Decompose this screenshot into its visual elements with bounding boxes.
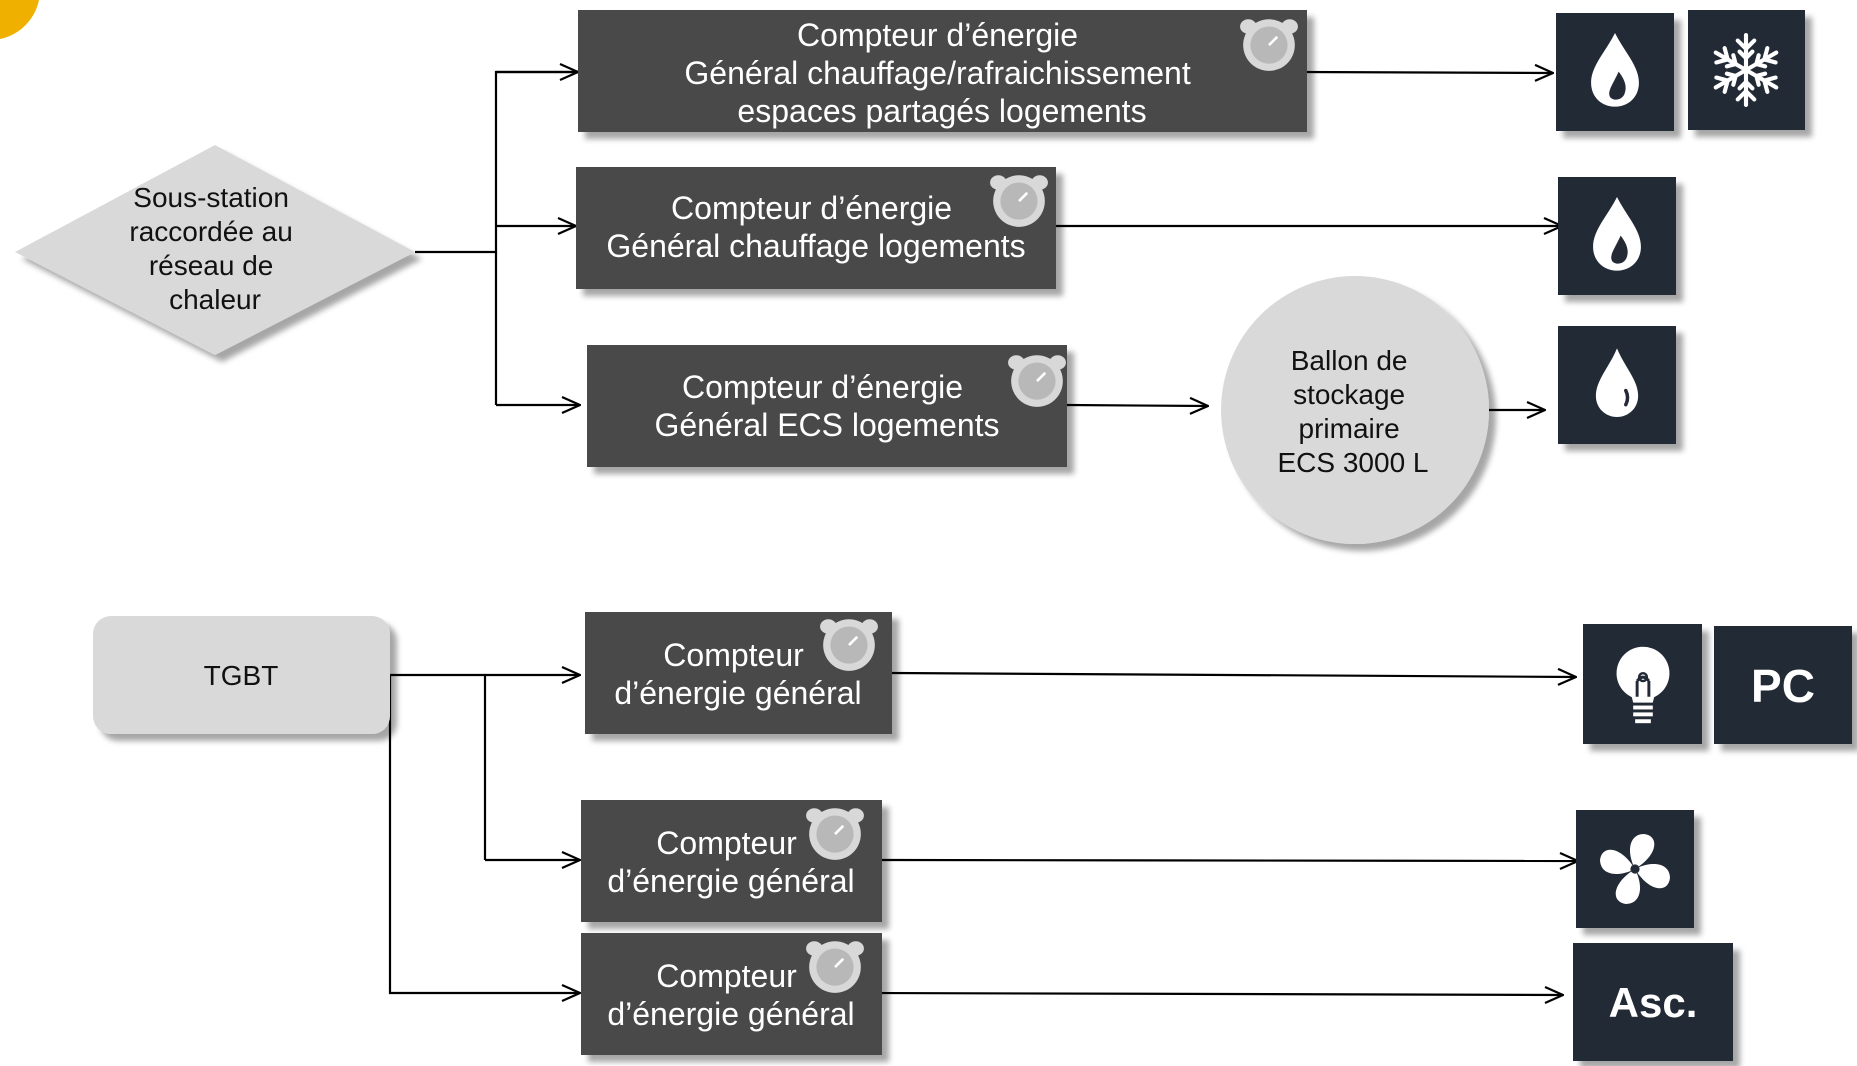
substation-label: Sous-station raccordée au réseau de chal… [129, 182, 300, 315]
meter-m4: Compteur d’énergie général [585, 612, 892, 734]
substation-node: Sous-station raccordée au réseau de chal… [15, 145, 415, 355]
connector-tgbt-down [388, 675, 580, 993]
storage-tank-label: Ballon de stockage primaire ECS 3000 L [1278, 345, 1429, 478]
meter-m2-label: Compteur d’énergie Général chauffage log… [606, 190, 1025, 264]
elevator-label: Asc. [1609, 979, 1698, 1026]
meter-m5: Compteur d’énergie général [581, 800, 882, 922]
meter-m3: Compteur d’énergie Général ECS logements [587, 345, 1068, 467]
connector-m3-to-storage [1066, 405, 1208, 406]
meter-m5-label: Compteur d’énergie général [607, 825, 854, 899]
pc-label: PC [1751, 660, 1815, 712]
meter-m6: Compteur d’énergie général [581, 933, 882, 1055]
elevator-tile: Asc. [1573, 943, 1733, 1061]
meter-m1: Compteur d’énergie Général chauffage/raf… [578, 10, 1307, 132]
meter-m1-label: Compteur d’énergie Général chauffage/raf… [684, 17, 1199, 129]
meter-m4-label: Compteur d’énergie général [614, 637, 861, 711]
connector-m6-to-icons [872, 993, 1563, 995]
pc-tile: PC [1714, 626, 1852, 744]
connectors [388, 72, 1578, 995]
flame-tile [1558, 177, 1676, 295]
lighting-tile [1583, 624, 1702, 744]
connector-tgbt-bus [390, 673, 487, 860]
connector-m1-to-icons [1299, 72, 1553, 73]
storage-tank-node: Ballon de stockage primaire ECS 3000 L [1221, 276, 1489, 544]
usage-tiles: PC Asc. [1556, 10, 1852, 1061]
tgbt-label: TGBT [204, 660, 279, 691]
accent-corner-shape [0, 0, 39, 39]
meter-m2: Compteur d’énergie Général chauffage log… [576, 167, 1056, 289]
connector-m5-to-icons [872, 860, 1578, 861]
connector-m4-to-icons [891, 673, 1576, 677]
tgbt-node: TGBT [93, 616, 390, 734]
ventilation-tile [1576, 810, 1694, 928]
meter-m6-label: Compteur d’énergie général [607, 958, 854, 1032]
flame-tile [1556, 13, 1674, 131]
meter-m3-label: Compteur d’énergie Général ECS logements [654, 369, 999, 443]
snowflake-tile [1688, 10, 1805, 130]
water-drop-tile [1558, 326, 1676, 444]
